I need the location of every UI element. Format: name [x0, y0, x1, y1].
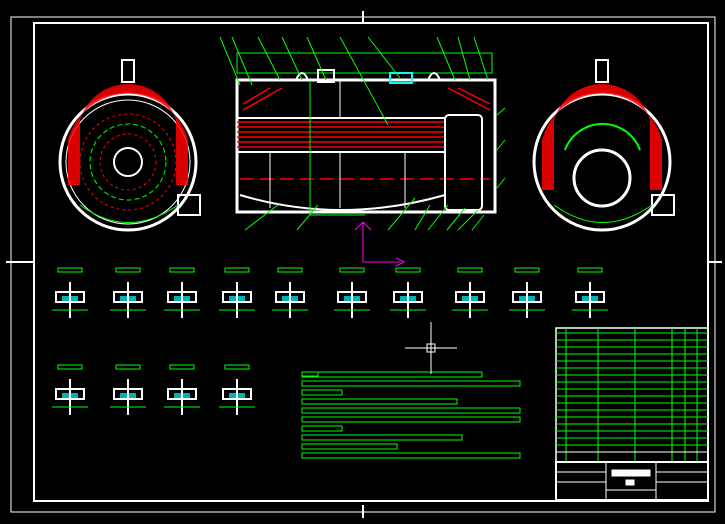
detail-view	[164, 267, 200, 318]
title-block	[555, 461, 709, 501]
note-line	[301, 434, 463, 441]
detail-views	[52, 267, 608, 415]
crosshair-cursor	[405, 322, 457, 374]
inner-border	[33, 22, 709, 502]
detail-view	[110, 364, 146, 415]
note-line	[301, 407, 521, 414]
detail-view	[572, 267, 608, 318]
technical-notes	[301, 371, 521, 459]
detail-view	[334, 267, 370, 318]
note-line	[301, 380, 521, 387]
detail-view	[219, 267, 255, 318]
note-line	[301, 371, 483, 378]
note-line	[301, 443, 398, 450]
detail-view	[219, 364, 255, 415]
centering-marks	[6, 11, 722, 518]
right-end-view	[532, 59, 675, 232]
note-line	[301, 416, 521, 423]
note-line	[301, 452, 521, 459]
detail-view	[110, 267, 146, 318]
note-line	[301, 398, 458, 405]
parts-list	[555, 327, 709, 463]
detail-view	[272, 267, 308, 318]
detail-view	[52, 267, 88, 318]
left-end-view	[58, 59, 201, 232]
front-section-view	[219, 36, 506, 267]
note-line	[301, 389, 343, 396]
detail-view	[509, 267, 545, 318]
ucs-icon	[354, 221, 406, 267]
detail-view	[452, 267, 488, 318]
detail-view	[52, 364, 88, 415]
note-line	[301, 425, 343, 432]
detail-view	[164, 364, 200, 415]
detail-view	[390, 267, 426, 318]
